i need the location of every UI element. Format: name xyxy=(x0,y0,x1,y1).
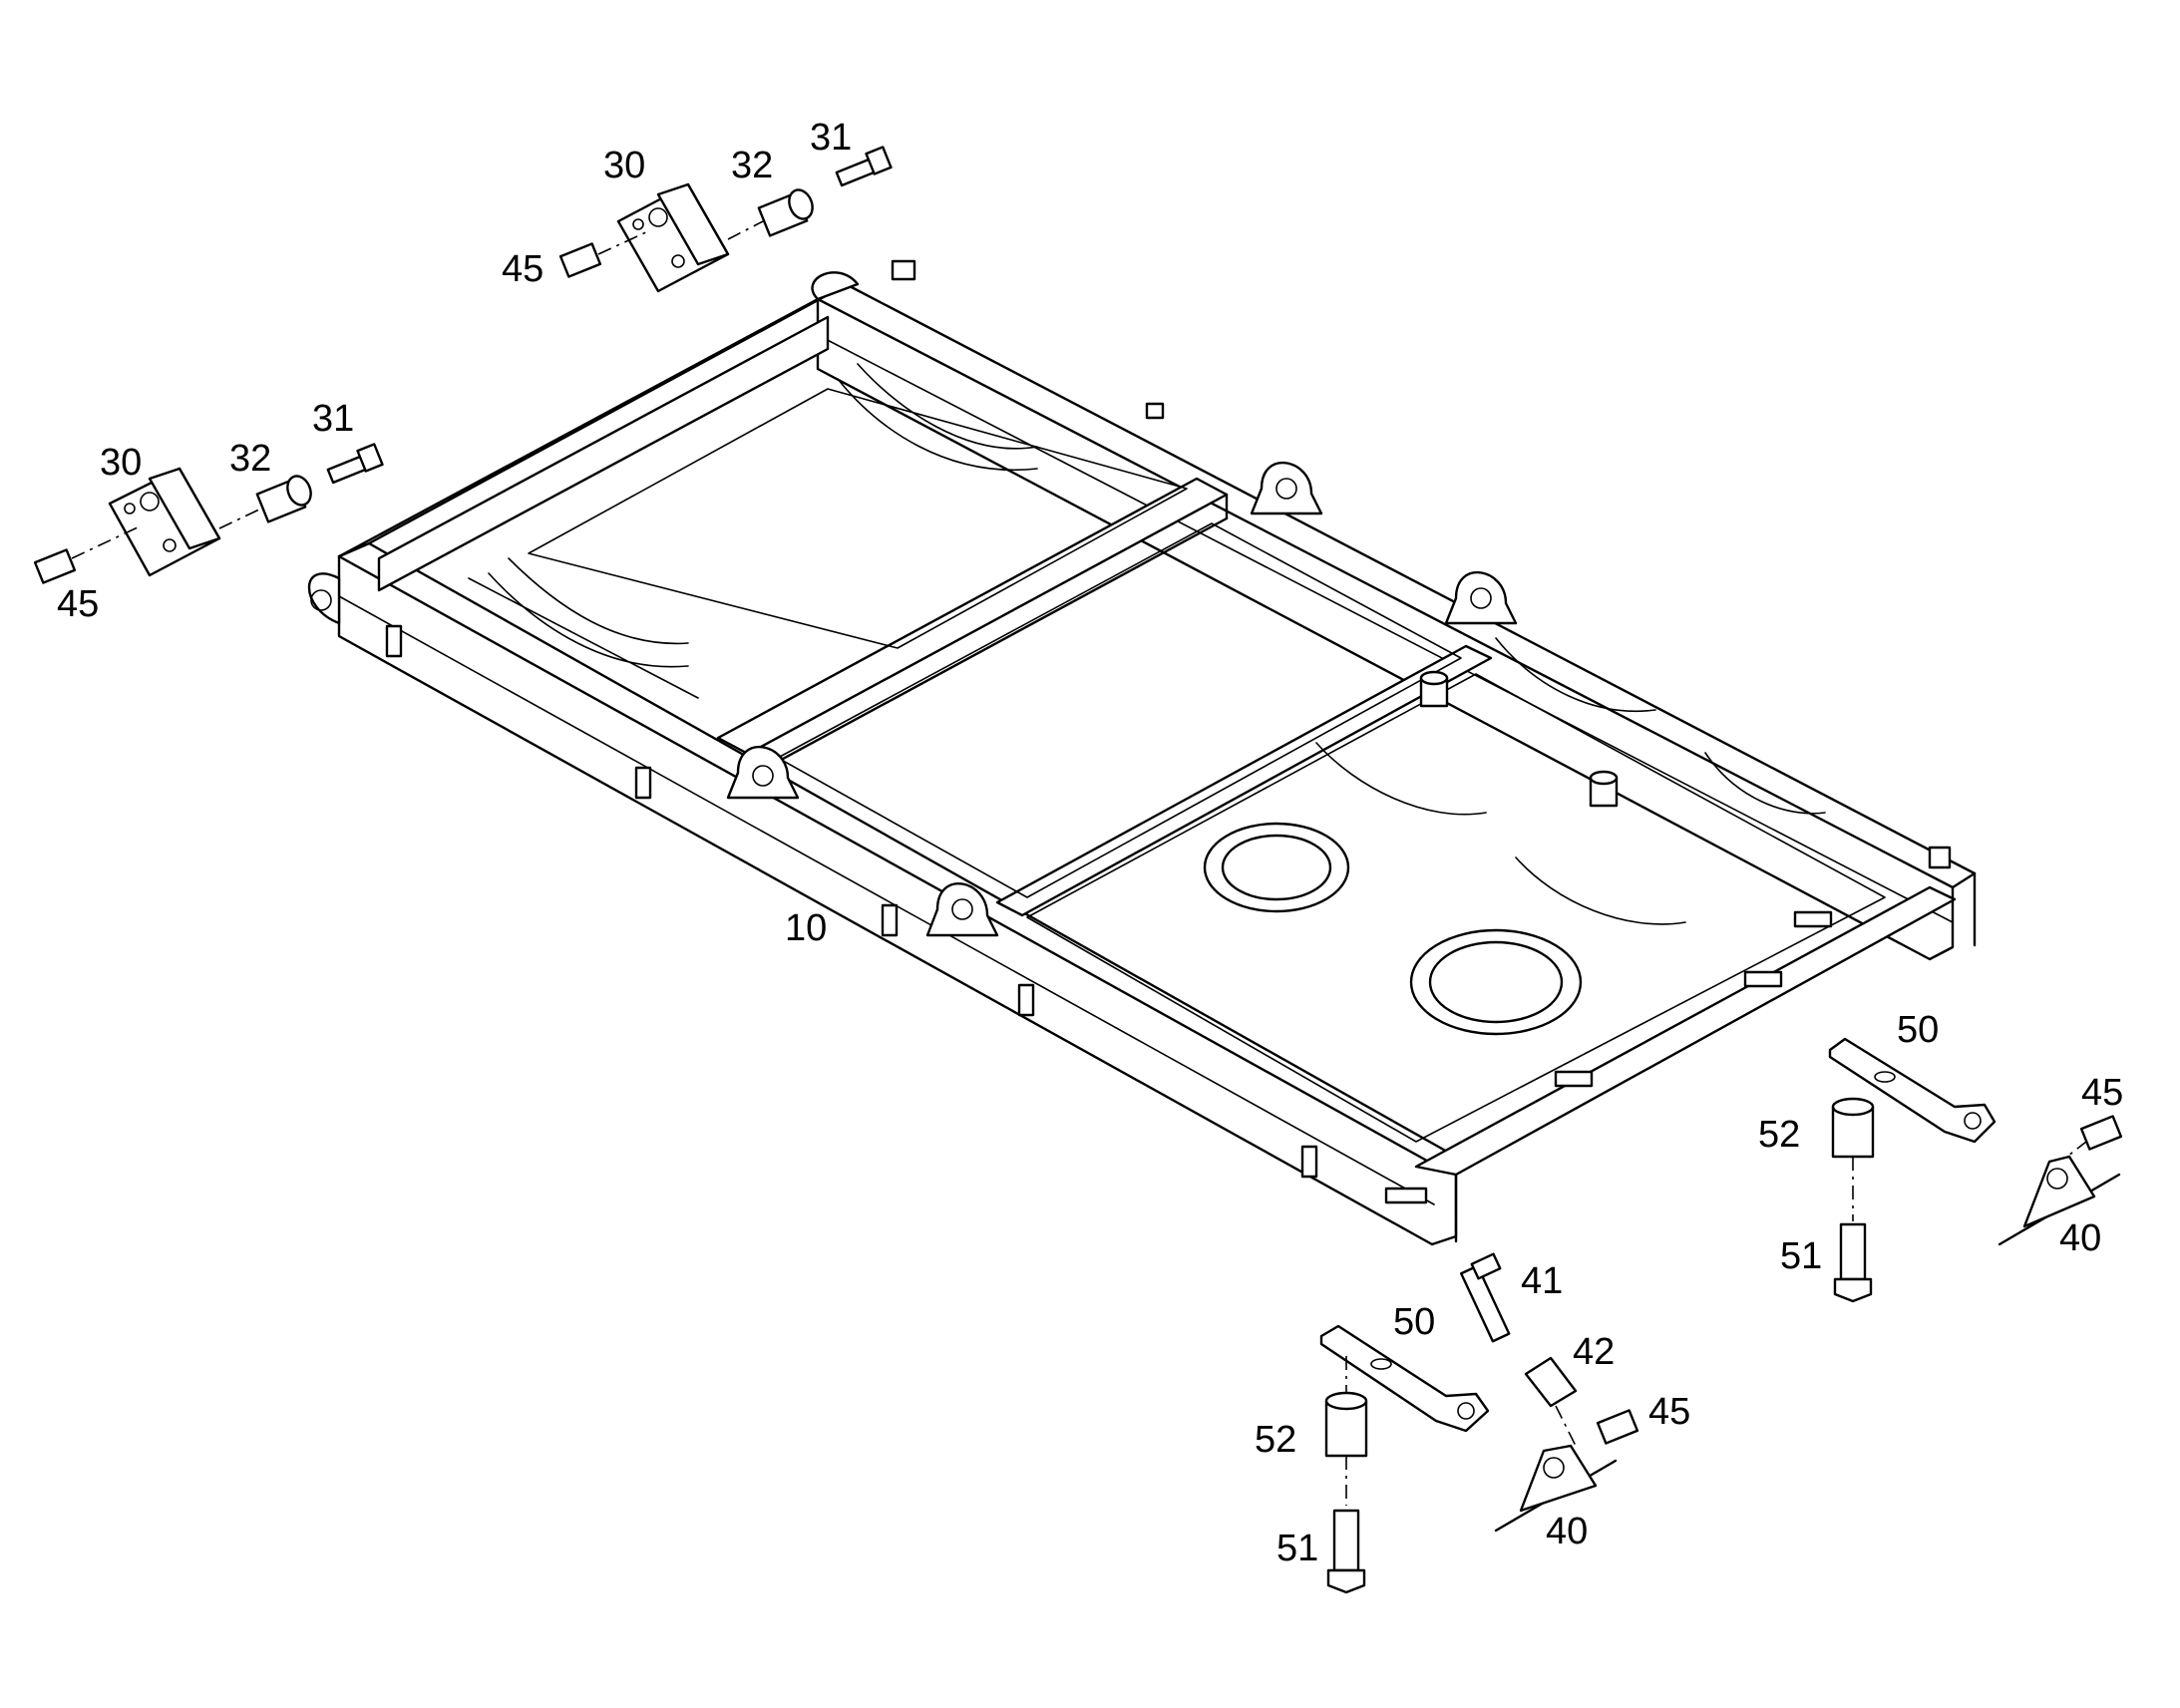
link-assembly-right xyxy=(1828,1037,2123,1303)
callout-40: 40 xyxy=(2059,1217,2101,1259)
callout-31: 31 xyxy=(312,398,354,440)
callout-51: 51 xyxy=(1276,1528,1318,1569)
callout-32: 32 xyxy=(731,145,773,186)
callout-52: 52 xyxy=(1255,1419,1296,1461)
callout-40: 40 xyxy=(1546,1511,1588,1552)
callout-45: 45 xyxy=(1648,1391,1690,1433)
callout-labels: 30 32 31 45 30 32 31 45 10 50 45 52 51 4… xyxy=(57,117,2123,1569)
link-assembly-bottom xyxy=(1319,1252,1639,1594)
callout-32: 32 xyxy=(229,438,271,480)
bracket-assembly-left xyxy=(33,443,384,584)
callout-50: 50 xyxy=(1897,1009,1939,1051)
callout-45: 45 xyxy=(502,248,544,290)
bracket-assembly-upper xyxy=(558,146,893,293)
callout-10: 10 xyxy=(785,907,827,949)
callout-30: 30 xyxy=(603,145,645,186)
callout-50: 50 xyxy=(1393,1301,1435,1343)
callout-31: 31 xyxy=(810,117,852,159)
frame-part-10 xyxy=(307,259,1977,1246)
callout-45: 45 xyxy=(57,583,99,625)
callout-41: 41 xyxy=(1521,1260,1563,1302)
callout-42: 42 xyxy=(1573,1331,1615,1373)
callout-45: 45 xyxy=(2081,1072,2123,1114)
callout-30: 30 xyxy=(100,442,142,484)
callout-51: 51 xyxy=(1780,1235,1822,1277)
callout-52: 52 xyxy=(1758,1114,1800,1156)
